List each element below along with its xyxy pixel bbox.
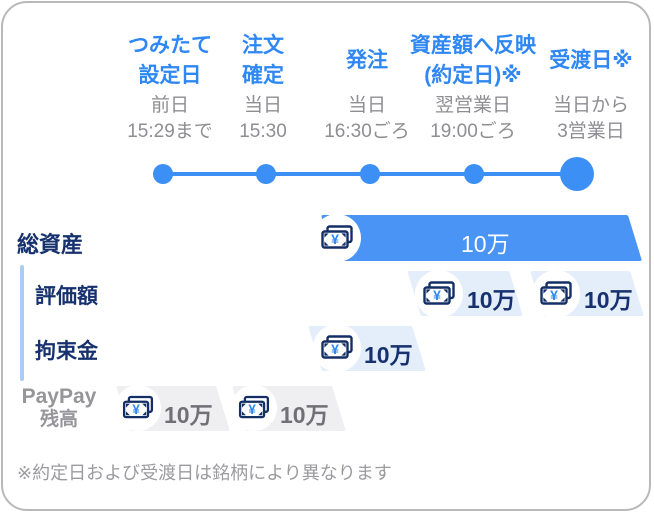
- yen-banknote-icon: ¥: [415, 270, 463, 318]
- svg-text:¥: ¥: [550, 287, 558, 303]
- amount-label-restricted: 10万: [364, 342, 413, 368]
- timeline-dot-final: [560, 157, 594, 191]
- subrow-connector-line: [20, 265, 24, 381]
- footnote: ※約定日および受渡日は銘柄により異なります: [17, 463, 392, 483]
- timeline-step-hanei-yakujobi: 資産額へ反映 (約定日)※ 翌営業日 19:00ごろ: [396, 29, 550, 145]
- step-time: 15:29まで: [127, 121, 213, 142]
- yen-banknote-icon: ¥: [532, 270, 580, 318]
- amount-label-paypay-1: 10万: [164, 402, 213, 428]
- step-title-line: (約定日)※: [424, 64, 522, 87]
- step-day: 当日から: [552, 95, 629, 116]
- row-label-valuation: 評価額: [35, 285, 98, 308]
- step-day: 当日: [347, 95, 386, 116]
- step-title: 注文 確定: [211, 29, 315, 93]
- yen-banknote-icon: ¥: [313, 324, 361, 372]
- step-title: 資産額へ反映 (約定日)※: [396, 29, 550, 93]
- row-label-total-assets: 総資産: [17, 232, 84, 257]
- step-day: 前日: [150, 95, 189, 116]
- amount-label-valuation-1: 10万: [467, 287, 516, 313]
- yen-banknote-icon: ¥: [313, 214, 361, 262]
- svg-text:¥: ¥: [331, 341, 339, 357]
- svg-text:¥: ¥: [248, 402, 256, 417]
- step-time: 19:00ごろ: [430, 121, 516, 142]
- paypay-label-line1: PayPay: [21, 385, 97, 408]
- timeline-step-hacchu: 発注 当日 16:30ごろ: [315, 29, 419, 145]
- timeline-dot-1: [153, 164, 173, 184]
- step-title-line: 注文: [242, 34, 284, 57]
- amount-label-total: 10万: [461, 231, 510, 257]
- timeline-dot-2: [256, 164, 276, 184]
- timeline-step-tsumitate: つみたて 設定日 前日 15:29まで: [118, 29, 222, 145]
- step-title: つみたて 設定日: [118, 29, 222, 93]
- svg-text:¥: ¥: [132, 402, 140, 417]
- yen-banknote-icon: ¥: [115, 385, 161, 431]
- step-title: 受渡日※: [536, 29, 646, 93]
- step-title-line: 資産額へ反映: [410, 34, 536, 57]
- timeline-step-chumon-kakutei: 注文 確定 当日 15:30: [211, 29, 315, 145]
- step-time: 15:30: [239, 121, 287, 142]
- timeline-dot-4: [464, 164, 484, 184]
- amount-label-paypay-2: 10万: [280, 402, 329, 428]
- step-day: 翌営業日: [434, 95, 511, 116]
- timeline-dot-3: [360, 164, 380, 184]
- row-label-restricted-funds: 拘束金: [35, 340, 98, 363]
- yen-banknote-icon: ¥: [231, 385, 277, 431]
- step-day: 当日: [243, 95, 282, 116]
- svg-text:¥: ¥: [433, 287, 441, 303]
- amount-label-valuation-2: 10万: [584, 287, 633, 313]
- timeline-step-ukewatashibi: 受渡日※ 当日から 3営業日: [536, 29, 646, 145]
- paypay-label-line2: 残高: [39, 409, 78, 430]
- step-title-line: 発注: [346, 49, 388, 72]
- step-time: 16:30ごろ: [324, 121, 410, 142]
- svg-text:¥: ¥: [331, 231, 339, 247]
- step-title-line: 確定: [242, 64, 284, 87]
- step-title-line: 設定日: [138, 64, 202, 87]
- step-time: 3営業日: [557, 121, 625, 142]
- step-title-line: つみたて: [128, 34, 212, 57]
- step-title: 発注: [315, 29, 419, 93]
- row-label-paypay-balance: PayPay 残高: [11, 385, 107, 431]
- step-title-line: 受渡日※: [549, 49, 633, 72]
